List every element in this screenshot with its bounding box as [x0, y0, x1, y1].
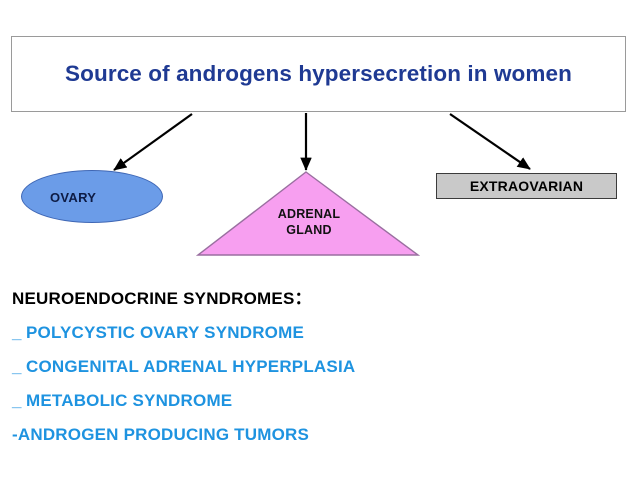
title-box: Source of androgens hypersecretion in wo… — [11, 36, 626, 112]
node-extraovarian-label: EXTRAOVARIAN — [469, 178, 584, 194]
list-item-label: POLYCYSTIC OVARY SYNDROME — [26, 323, 304, 342]
node-adrenal-gland — [196, 171, 420, 256]
syndrome-list-heading: NEUROENDOCRINE SYNDROMES： — [12, 289, 312, 308]
syndrome-list: NEUROENDOCRINE SYNDROMES： _POLYCYSTIC OV… — [12, 284, 612, 459]
list-item-label: CONGENITAL ADRENAL HYPERPLASIA — [26, 357, 356, 376]
list-bullet: _ — [12, 357, 22, 376]
adrenal-label-line2: GLAND — [286, 223, 332, 237]
arrow-down-right-icon — [449, 113, 531, 170]
list-bullet: - — [12, 425, 18, 444]
node-ovary-label: OVARY — [50, 190, 97, 205]
adrenal-label-line1: ADRENAL — [277, 207, 341, 221]
arrow-down-left-icon — [113, 113, 193, 171]
list-item: _METABOLIC SYNDROME — [12, 391, 612, 411]
list-item: -ANDROGEN PRODUCING TUMORS — [12, 425, 612, 445]
list-bullet: _ — [12, 391, 22, 410]
page-title: Source of androgens hypersecretion in wo… — [65, 61, 572, 86]
list-item-label: ANDROGEN PRODUCING TUMORS — [17, 425, 310, 444]
list-item-label: METABOLIC SYNDROME — [26, 391, 233, 410]
list-item: _POLYCYSTIC OVARY SYNDROME — [12, 323, 612, 343]
node-adrenal-gland-label: ADRENAL GLAND — [254, 206, 364, 238]
node-extraovarian: EXTRAOVARIAN — [436, 173, 617, 199]
list-bullet: _ — [12, 323, 22, 342]
node-ovary — [21, 170, 163, 223]
triangle-shape — [196, 171, 420, 256]
list-item: _CONGENITAL ADRENAL HYPERPLASIA — [12, 357, 612, 377]
